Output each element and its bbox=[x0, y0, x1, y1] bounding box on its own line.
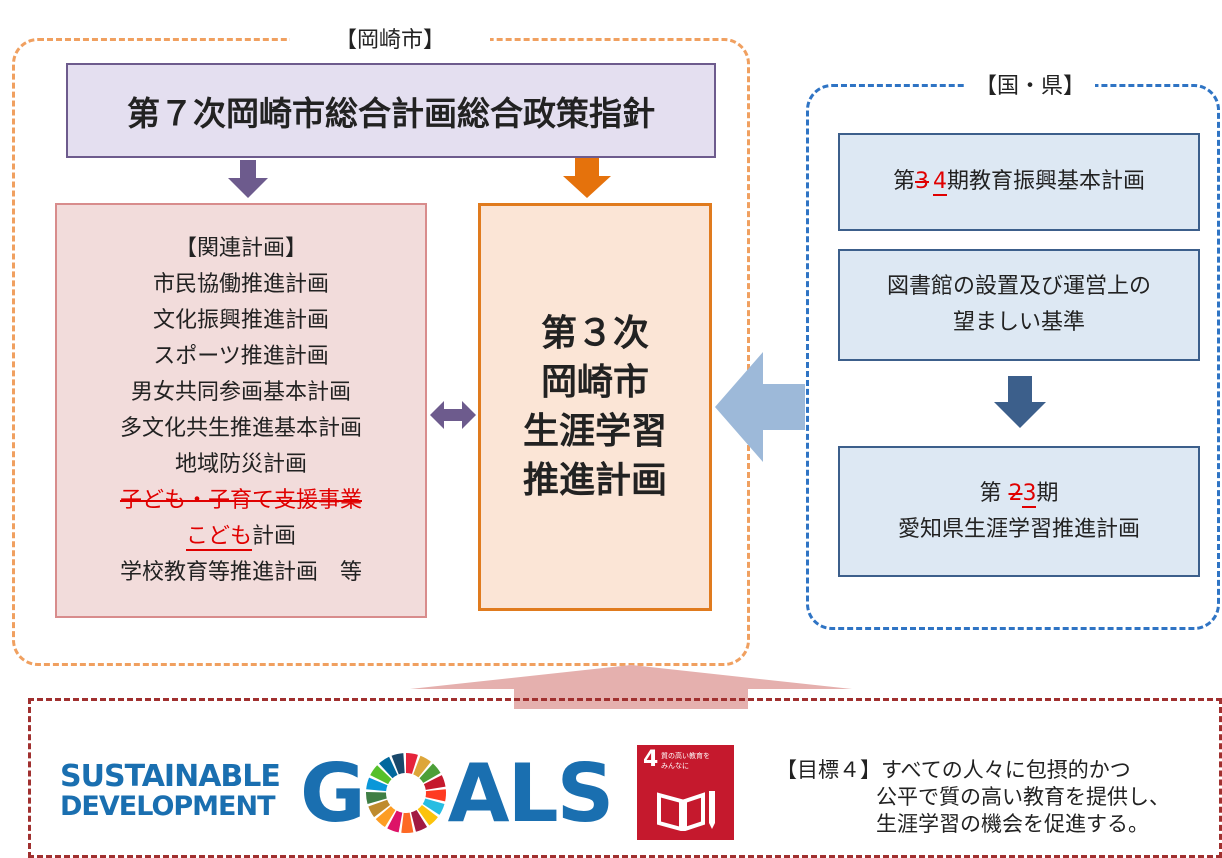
wheel-segment bbox=[400, 812, 414, 834]
plan-prefix: 第 bbox=[979, 480, 1009, 506]
plan-suffix: 計画 bbox=[252, 523, 297, 549]
wheel-segment bbox=[375, 806, 396, 828]
sdgs-goals-word: G ALS bbox=[300, 746, 615, 840]
navy-down-arrow bbox=[994, 376, 1046, 428]
library-line2: 望ましい基準 bbox=[952, 310, 1085, 335]
wheel-segment bbox=[365, 791, 387, 804]
purple-down-arrow bbox=[228, 160, 268, 198]
okazaki-frame-label: 【岡崎市】 bbox=[290, 22, 490, 54]
wheel-segment bbox=[391, 753, 405, 775]
wheel-segment bbox=[419, 763, 441, 783]
related-plan-item: 市民協働推進計画 bbox=[152, 271, 329, 297]
plan-suffix: 期教育振興基本計画 bbox=[947, 169, 1146, 194]
policy-box: 第７次岡崎市総合計画総合政策指針 bbox=[66, 63, 716, 158]
sdgs-logo-line2: DEVELOPMENT bbox=[60, 791, 276, 822]
wheel-segment bbox=[417, 805, 438, 826]
related-plan-item: 学校教育等推進計画 等 bbox=[119, 559, 362, 585]
old-number: 3 bbox=[915, 169, 929, 194]
goal4-number: 4 bbox=[643, 747, 659, 772]
inserted-word: こども bbox=[185, 523, 252, 551]
struck-plan-item: 子ども・子育て支援事業 bbox=[119, 487, 362, 513]
wheel-segment bbox=[425, 789, 446, 802]
plan-prefix: 第 bbox=[892, 169, 915, 194]
goal4-icon: 4 質の高い教育を みんなに bbox=[637, 745, 734, 840]
goal4-caption-line2: みんなに bbox=[661, 762, 689, 770]
related-plan-item: 文化振興推進計画 bbox=[152, 307, 329, 333]
goal4-description: 【目標４】すべての人々に包摂的かつ 公平で質の高い教育を提供し、 生涯学習の機会… bbox=[776, 757, 1206, 838]
new-number: 3 bbox=[1022, 480, 1037, 508]
goal4-caption: 質の高い教育を みんなに bbox=[661, 751, 710, 771]
wheel-segment bbox=[423, 775, 446, 790]
goal4-caption-line1: 質の高い教育を bbox=[661, 752, 710, 760]
wheel-segment bbox=[365, 777, 388, 792]
wheel-segment bbox=[386, 810, 403, 833]
sdgs-logo-line1: SUSTAINABLE bbox=[60, 759, 281, 794]
wheel-segment bbox=[368, 799, 390, 818]
policy-title: 第７次岡崎市総合計画総合政策指針 bbox=[127, 93, 655, 133]
related-plan-item: 多文化共生推進基本計画 bbox=[119, 415, 362, 441]
wheel-segment bbox=[405, 753, 418, 774]
goal4-text-line1: 【目標４】すべての人々に包摂的かつ bbox=[776, 758, 1131, 782]
related-plan-item: スポーツ推進計画 bbox=[153, 343, 329, 369]
wheel-segment bbox=[422, 798, 445, 815]
wheel-segment bbox=[369, 765, 392, 785]
wheel-segment bbox=[378, 756, 398, 779]
related-plans-box: 【関連計画】 市民協働推進計画 文化振興推進計画 スポーツ推進計画 男女共同参画… bbox=[55, 203, 427, 618]
old-number: 2 bbox=[1008, 480, 1023, 506]
plan-suffix: 期 bbox=[1036, 480, 1059, 506]
double-headed-arrow bbox=[430, 401, 476, 429]
main-plan-line: 岡崎市 bbox=[540, 362, 649, 403]
related-plan-item: 地域防災計画 bbox=[174, 451, 307, 477]
sdgs-wheel-icon bbox=[365, 753, 446, 834]
main-plan-line: 第３次 bbox=[540, 313, 649, 354]
revised-plan-item: こども計画 bbox=[185, 519, 297, 555]
prefectural-plan-box: 第 23期 愛知県生涯学習推進計画 bbox=[838, 446, 1200, 577]
main-plan-line: 推進計画 bbox=[522, 460, 667, 501]
book-pencil-icon bbox=[657, 791, 715, 831]
prefectural-plan-line1: 第 23期 bbox=[979, 476, 1059, 512]
national-frame-label: 【国・県】 bbox=[965, 68, 1095, 100]
wheel-segment bbox=[412, 755, 431, 778]
sdgs-logo-text: SUSTAINABLE DEVELOPMENT bbox=[60, 762, 300, 832]
related-plan-item: 男女共同参画基本計画 bbox=[130, 379, 351, 405]
library-standards-box: 図書館の設置及び運営上の 望ましい基準 bbox=[838, 249, 1200, 361]
goals-letter-g: G bbox=[300, 746, 366, 840]
goal4-text-line2: 公平で質の高い教育を提供し、 bbox=[876, 785, 1170, 809]
big-left-arrow bbox=[715, 352, 805, 462]
orange-down-arrow bbox=[563, 158, 611, 198]
main-plan-line: 生涯学習 bbox=[522, 411, 667, 452]
new-number: 4 bbox=[933, 169, 947, 196]
related-plans-heading: 【関連計画】 bbox=[174, 235, 307, 261]
wheel-segment bbox=[410, 810, 427, 832]
goal4-text-line3: 生涯学習の機会を促進する。 bbox=[876, 812, 1149, 836]
library-line1: 図書館の設置及び運営上の bbox=[886, 274, 1151, 299]
prefectural-plan-line2: 愛知県生涯学習推進計画 bbox=[897, 516, 1140, 542]
main-plan-box: 第３次 岡崎市 生涯学習 推進計画 bbox=[478, 203, 712, 611]
goals-letters-als: ALS bbox=[447, 746, 615, 840]
